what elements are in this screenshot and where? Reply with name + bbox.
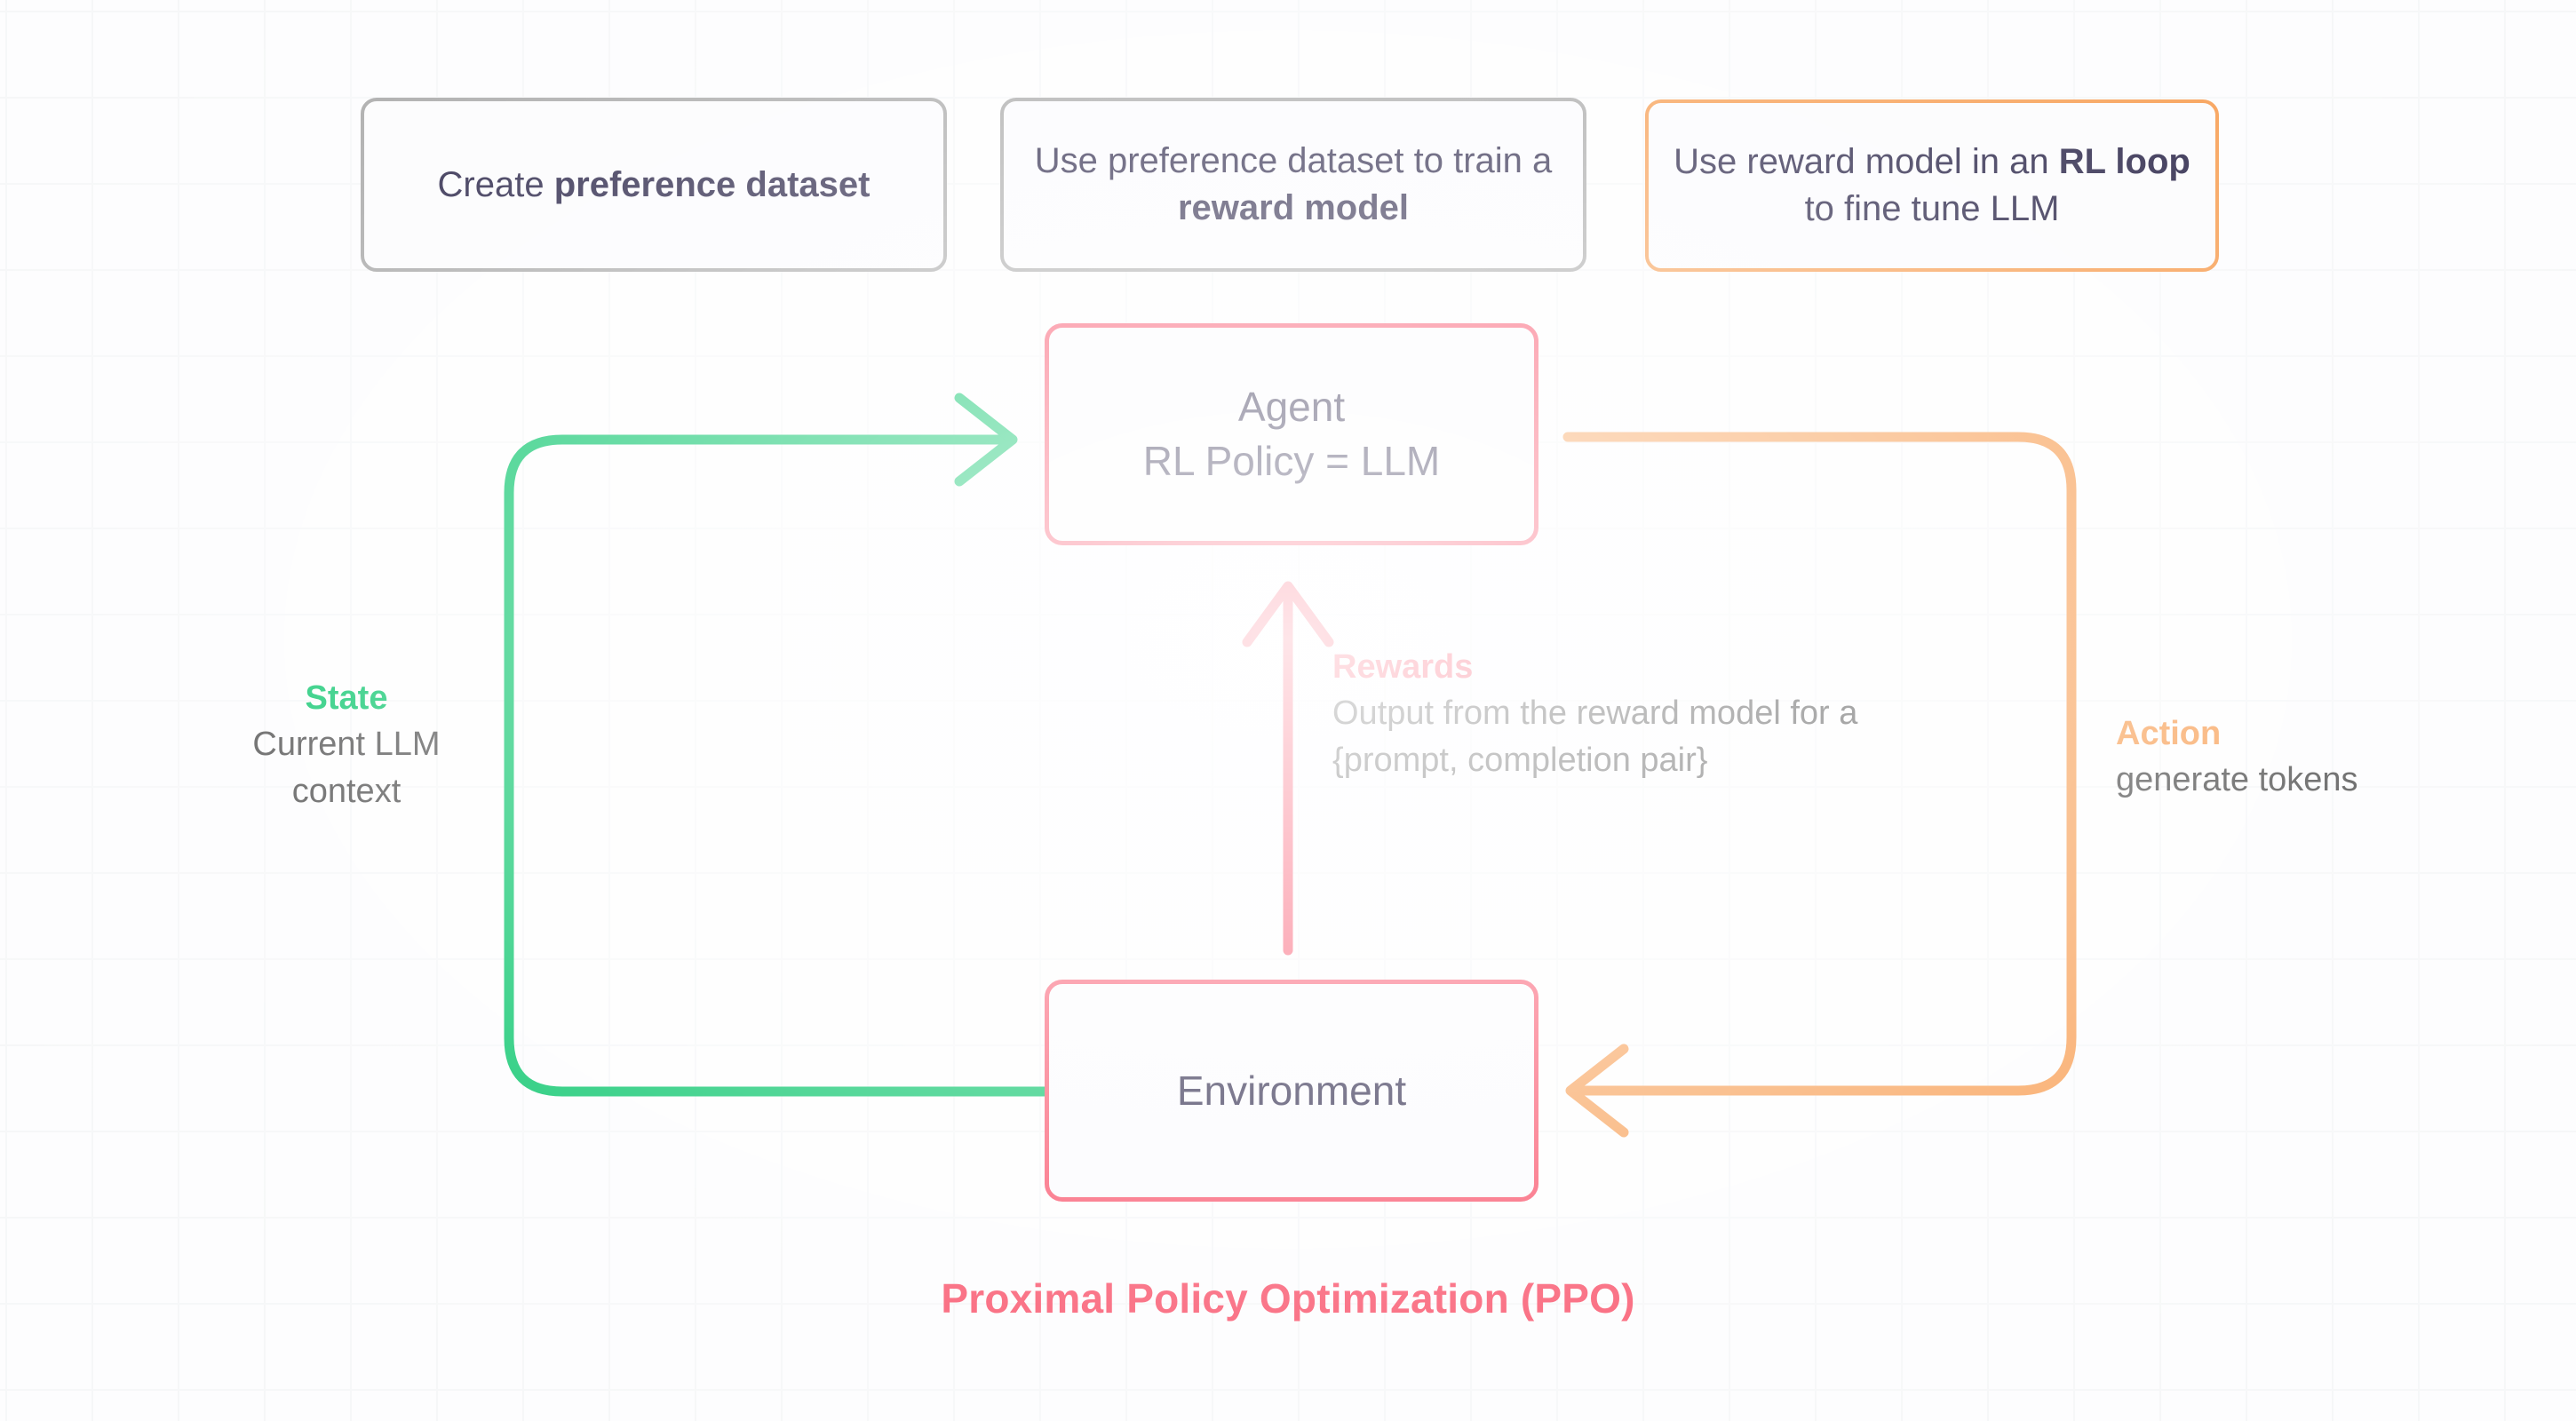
edge-label-state-head: State: [305, 679, 388, 717]
edge-label-rewards-body: Output from the reward model for a {prom…: [1332, 695, 1858, 779]
step-text-suffix: to fine tune LLM: [1804, 189, 2060, 228]
edge-label-action-body: generate tokens: [2116, 761, 2358, 799]
node-environment[interactable]: Environment: [1045, 980, 1538, 1202]
diagram-caption: Proximal Policy Optimization (PPO): [941, 1275, 1635, 1322]
node-agent-subtitle: RL Policy = LLM: [1142, 438, 1441, 484]
step-box-text: Use reward model in an RL loop to fine t…: [1672, 139, 2192, 233]
edge-label-state: State Current LLM context: [200, 675, 493, 814]
edge-label-rewards-head: Rewards: [1332, 648, 1474, 686]
step-box-text: Use preference dataset to train a reward…: [1027, 138, 1560, 232]
node-agent-title: Agent: [1237, 384, 1346, 431]
step-text-prefix: Use preference dataset to train a: [1034, 141, 1553, 181]
edge-label-rewards: Rewards Output from the reward model for…: [1332, 644, 1865, 783]
step-box-text: Create preference dataset: [438, 162, 871, 209]
step-box-create-preference-dataset[interactable]: Create preference dataset: [361, 98, 947, 272]
action-arrow-orange: [1562, 432, 2077, 1138]
step-text-bold: reward model: [1177, 188, 1410, 227]
rewards-arrow-pink: [1242, 581, 1334, 956]
edge-label-state-body: Current LLM context: [252, 726, 441, 810]
step-text-prefix: Create: [437, 164, 554, 204]
node-environment-title: Environment: [1176, 1067, 1407, 1114]
step-text-prefix: Use reward model in an: [1674, 142, 2059, 182]
step-text-bold: RL loop: [2058, 142, 2190, 182]
edge-label-action-head: Action: [2116, 715, 2222, 752]
node-agent-text: Agent RL Policy = LLM: [1143, 380, 1441, 488]
step-box-rl-loop-fine-tune[interactable]: Use reward model in an RL loop to fine t…: [1645, 99, 2219, 272]
step-text-bold: preference dataset: [553, 164, 871, 204]
edge-label-action: Action generate tokens: [2116, 710, 2507, 804]
state-arrow-green: [504, 393, 1050, 1097]
step-box-train-reward-model[interactable]: Use preference dataset to train a reward…: [1000, 98, 1586, 272]
node-agent[interactable]: Agent RL Policy = LLM: [1045, 323, 1538, 545]
